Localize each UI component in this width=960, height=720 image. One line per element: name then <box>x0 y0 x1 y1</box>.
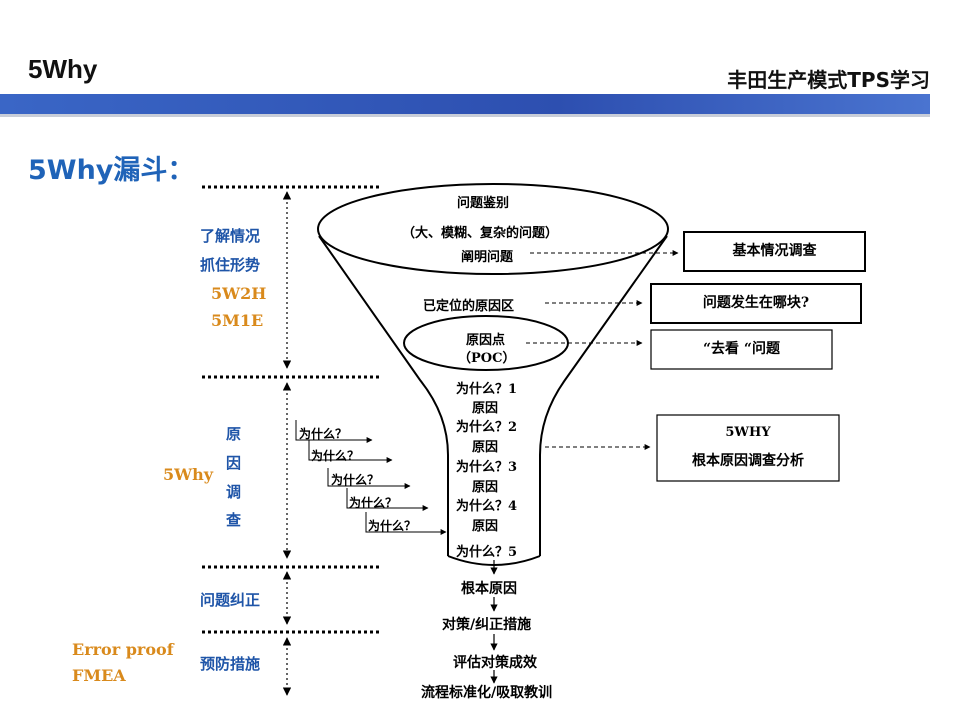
label-5w2h: 5W2H <box>211 284 267 303</box>
countermeasure: 对策/纠正措施 <box>442 617 532 633</box>
deck-subtitle: 丰田生产模式TPS学习 <box>727 68 930 92</box>
staircase-step <box>327 468 411 489</box>
basic-info-box <box>683 231 866 272</box>
basic-info-text: 基本情况调查 <box>732 243 817 259</box>
staircase-step <box>346 488 429 511</box>
funnel-why-q: 为什么？4 <box>456 499 518 514</box>
funnel-why-q: 为什么？1 <box>456 382 518 397</box>
funnel-poc-label: 原因点 <box>466 333 506 348</box>
root-cause: 根本原因 <box>461 581 517 597</box>
why-tag: 为什么？ <box>331 473 380 487</box>
funnel-shape <box>317 183 669 566</box>
funnel-left-wall <box>318 235 449 556</box>
why-tag: 为什么？ <box>299 427 348 441</box>
staircase-step <box>365 512 447 535</box>
header-band <box>0 94 930 114</box>
right-boxes <box>650 231 866 482</box>
funnel-right-wall <box>539 235 668 556</box>
deck-title: 5Why <box>28 54 98 84</box>
standardize: 流程标准化/吸取教训 <box>421 685 553 701</box>
label-prevention: 预防措施 <box>200 655 261 673</box>
why-tag: 为什么？ <box>368 519 417 533</box>
label-error-proof: Error proof <box>72 640 174 659</box>
staircase-step <box>295 420 373 443</box>
why-tag: 为什么？ <box>349 496 398 510</box>
label-fmea: FMEA <box>72 666 126 685</box>
label-understand: 了解情况 <box>200 227 261 245</box>
funnel-clarify: 阐明问题 <box>461 250 514 265</box>
funnel-problem-types: （大、模糊、复杂的问题） <box>402 226 559 241</box>
why-analysis-box <box>656 414 840 482</box>
funnel-top-ellipse <box>317 183 669 275</box>
slide-heading: 5Why漏斗： <box>28 155 195 186</box>
label-5why: 5Why <box>163 465 214 484</box>
go-see-box <box>650 329 833 370</box>
evaluate-effect: 评估对策成效 <box>453 655 537 671</box>
go-see-text: “去看 “问题 <box>703 341 780 357</box>
label-cause-char: 原 <box>226 425 242 443</box>
funnel-why-a: 原因 <box>472 480 499 495</box>
funnel-why-a: 原因 <box>472 401 499 416</box>
funnel-located-area: 已定位的原因区 <box>423 299 515 314</box>
funnel-why-5: 为什么？5 <box>456 545 518 560</box>
label-cause-char: 调 <box>226 483 242 501</box>
staircase-step <box>308 440 393 463</box>
where-block-text: 问题发生在哪块? <box>702 295 810 311</box>
funnel-why-a: 原因 <box>472 440 499 455</box>
label-cause-char: 查 <box>226 511 242 529</box>
label-cause-char: 因 <box>226 454 242 472</box>
why-staircase-arrows <box>295 420 447 535</box>
why-box-title: 5WHY <box>725 425 771 440</box>
where-block-box <box>650 283 862 324</box>
funnel-why-q: 为什么？2 <box>456 420 518 435</box>
funnel-why-q: 为什么？3 <box>456 460 518 475</box>
why-box-desc: 根本原因调查分析 <box>692 453 804 469</box>
funnel-poc-abbrev: （POC） <box>458 351 516 366</box>
header-band-shadow <box>0 114 930 117</box>
why-tag: 为什么？ <box>311 449 360 463</box>
label-grasp: 抓住形势 <box>200 256 261 274</box>
funnel-problem-identify: 问题鉴别 <box>457 196 510 211</box>
label-correction: 问题纠正 <box>200 591 261 609</box>
funnel-why-a: 原因 <box>472 519 499 534</box>
label-5m1e: 5M1E <box>211 311 264 330</box>
leader-arrows <box>526 250 679 450</box>
